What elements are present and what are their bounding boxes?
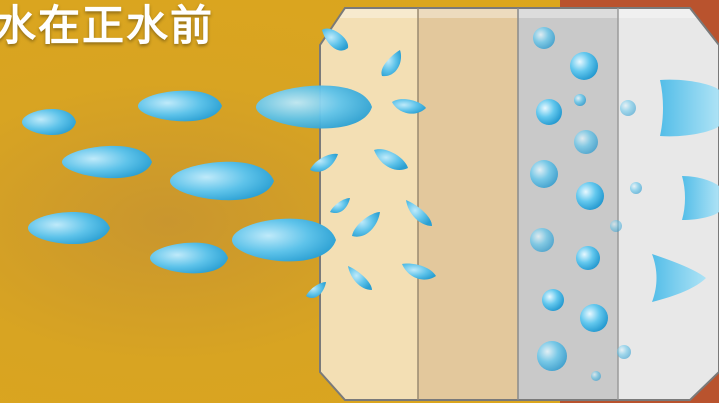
bubble-icon: [570, 52, 598, 80]
bubble-icon: [576, 182, 604, 210]
bubble-icon: [574, 94, 586, 106]
water-drop-icon: [170, 162, 274, 200]
bubble-icon: [574, 130, 598, 154]
layer-gray: [518, 8, 618, 400]
water-drop-icon: [256, 85, 372, 128]
bubble-icon: [576, 246, 600, 270]
water-drop-icon: [138, 91, 222, 122]
water-drop-icon: [28, 212, 110, 244]
layer-tan: [418, 8, 518, 400]
water-drop-icon: [150, 243, 228, 274]
bubble-icon: [537, 341, 567, 371]
bubble-icon: [533, 27, 555, 49]
bubble-icon: [610, 220, 622, 232]
barrier-slab: [320, 8, 719, 400]
layer-cream: [320, 8, 418, 400]
water-drop-icon: [22, 109, 76, 135]
water-drop-icon: [660, 80, 719, 137]
water-drop-icon: [232, 219, 336, 262]
bubble-icon: [536, 99, 562, 125]
bubble-icon: [617, 345, 631, 359]
bubble-icon: [630, 182, 642, 194]
water-drop-icon: [62, 146, 152, 178]
bubble-icon: [530, 160, 558, 188]
bubble-icon: [620, 100, 636, 116]
bubble-icon: [542, 289, 564, 311]
bubble-icon: [591, 371, 601, 381]
bubble-icon: [580, 304, 608, 332]
bubble-icon: [530, 228, 554, 252]
